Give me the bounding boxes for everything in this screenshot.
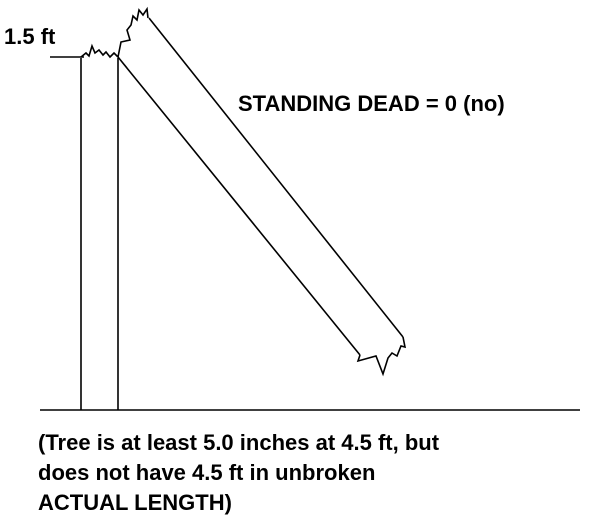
diagram-caption: (Tree is at least 5.0 inches at 4.5 ft, …: [38, 428, 583, 518]
caption-line: ACTUAL LENGTH): [38, 490, 232, 515]
height-label: 1.5 ft: [4, 24, 56, 49]
standing-dead-status-label: STANDING DEAD = 0 (no): [238, 91, 505, 116]
caption-line: (Tree is at least 5.0 inches at 4.5 ft, …: [38, 430, 440, 455]
stem-bottom-break-edge: [356, 336, 407, 377]
broken-stem-upper-edge: [148, 17, 404, 338]
stem-top-break-edge: [117, 6, 149, 58]
stump-break-edge: [80, 43, 119, 59]
caption-line: does not have 4.5 ft in unbroken: [38, 460, 376, 485]
broken-stem-lower-edge: [117, 56, 361, 356]
